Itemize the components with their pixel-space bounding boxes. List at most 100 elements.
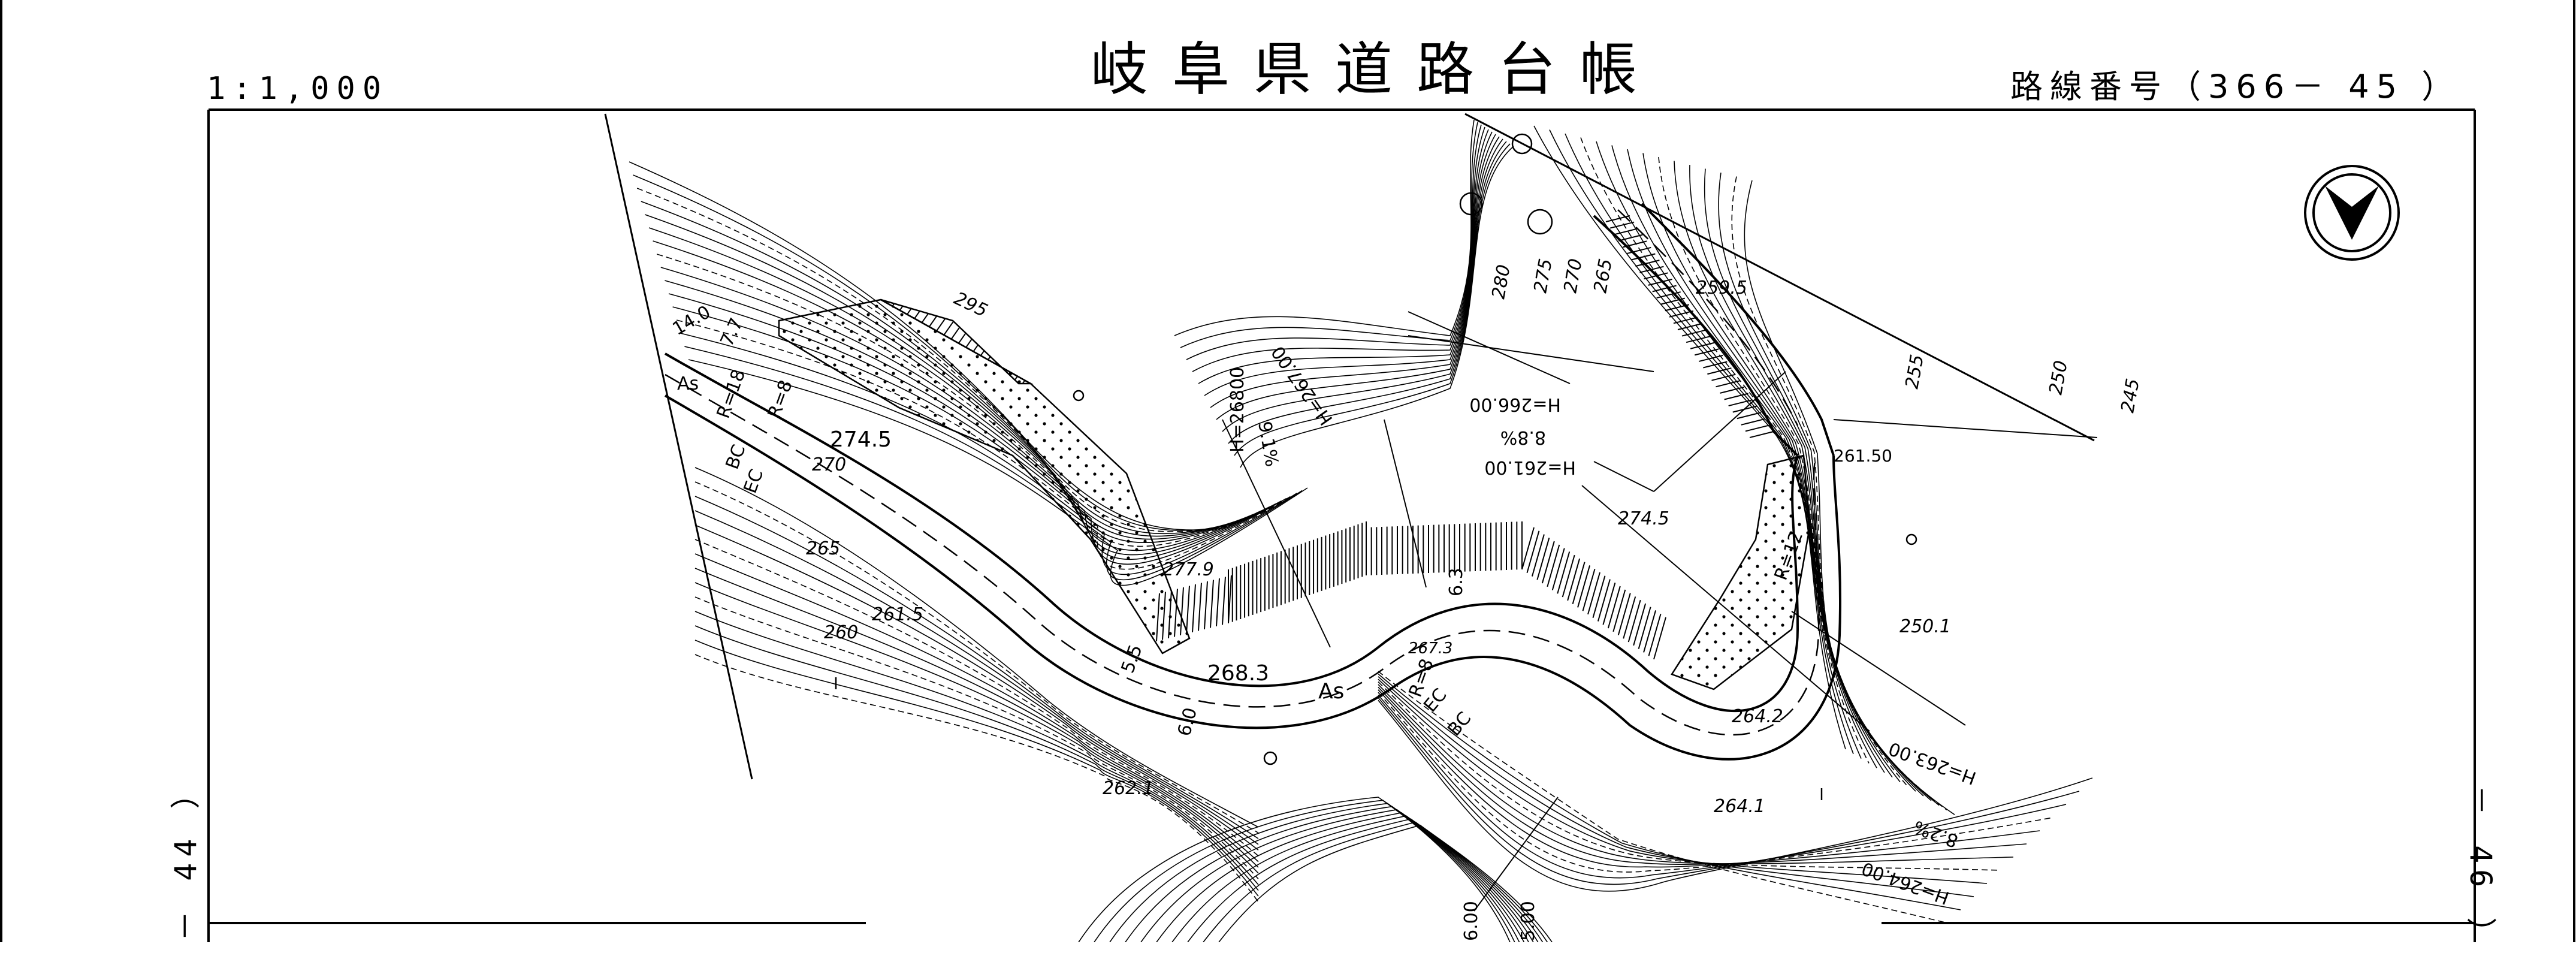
height-label: H=267.00 bbox=[1267, 342, 1337, 429]
contour-line bbox=[1140, 809, 1529, 942]
hachure-mark bbox=[1631, 253, 1656, 261]
curve-label: BC bbox=[1443, 708, 1475, 740]
contour-line bbox=[1187, 818, 1544, 942]
hachure-mark bbox=[1582, 568, 1596, 611]
elevation-label: 274.5 bbox=[1618, 508, 1669, 529]
curve-label: R=18 bbox=[713, 367, 750, 421]
hachure-mark bbox=[1531, 534, 1545, 577]
contour-label: 295 bbox=[951, 288, 991, 322]
elevation-label: 250.1 bbox=[1899, 616, 1951, 637]
curve-label: EC bbox=[740, 466, 768, 496]
contour-line bbox=[1689, 164, 1924, 797]
hachure-mark bbox=[1618, 234, 1643, 242]
contour-line bbox=[694, 467, 1259, 828]
hachure-mark bbox=[1690, 342, 1715, 349]
elevation-label: 264.2 bbox=[1732, 706, 1783, 727]
leader-lines bbox=[1222, 311, 2098, 912]
elevation-label: 277.9 bbox=[1162, 559, 1214, 580]
hachure-mark bbox=[1547, 544, 1560, 587]
fill-areas bbox=[778, 298, 1811, 690]
hachure-mark bbox=[1597, 579, 1611, 622]
hachure-mark bbox=[1711, 373, 1736, 381]
contour-line bbox=[1109, 803, 1520, 942]
elevation-label: 274.5 bbox=[830, 427, 892, 452]
hachure-mark bbox=[1577, 565, 1591, 608]
height-label: 5.00 bbox=[1518, 901, 1539, 941]
contour-line bbox=[1731, 176, 1947, 811]
contour-line bbox=[1156, 812, 1534, 942]
contour-label: 245 bbox=[2117, 377, 2143, 414]
elevation-label: 259.5 bbox=[1696, 278, 1747, 298]
height-label: H=263.00 bbox=[1886, 737, 1979, 788]
contour-line bbox=[1378, 676, 1974, 897]
hachure-mark bbox=[1186, 586, 1190, 634]
hachure-mark bbox=[1623, 596, 1636, 639]
slope-hachures bbox=[1156, 215, 1774, 660]
contour-line bbox=[1192, 126, 1485, 372]
contour-line bbox=[1094, 800, 1515, 942]
hachure-mark bbox=[1168, 590, 1172, 639]
contour-line bbox=[694, 611, 1259, 885]
width-label: 5.5 bbox=[1118, 642, 1147, 676]
contour-label: 270 bbox=[812, 454, 846, 475]
elevation-label: 264.1 bbox=[1714, 796, 1765, 817]
hachure-mark bbox=[1720, 386, 1744, 394]
contour-line bbox=[1171, 815, 1539, 942]
hachure-mark bbox=[1633, 603, 1647, 646]
contour-line bbox=[1718, 172, 1940, 806]
hachure-mark bbox=[1745, 424, 1770, 432]
hachure-mark bbox=[1627, 599, 1641, 643]
contour-line bbox=[694, 539, 1259, 857]
contour-line bbox=[1204, 131, 1493, 396]
curve-label: BC bbox=[722, 442, 750, 472]
hachure-mark bbox=[1551, 548, 1565, 590]
surface-label: As bbox=[1318, 679, 1344, 704]
contour-line bbox=[1174, 119, 1475, 336]
contour-line bbox=[1744, 180, 1955, 815]
hachure-mark bbox=[1228, 575, 1232, 624]
hachure-mark bbox=[1567, 558, 1581, 601]
elevation-label: 261.50 bbox=[1834, 446, 1892, 466]
grade-label: 8.8% bbox=[1500, 427, 1546, 448]
hachure-mark bbox=[1526, 530, 1540, 574]
hachure-mark bbox=[1607, 586, 1621, 629]
contour-line bbox=[1378, 671, 1948, 924]
contour-line bbox=[1596, 141, 1877, 768]
contour-line bbox=[694, 654, 1259, 903]
hachure-mark bbox=[1656, 291, 1681, 299]
contour-line bbox=[1378, 684, 2014, 864]
hachure-mark bbox=[1652, 285, 1677, 292]
contour-line bbox=[1378, 673, 1961, 910]
hachure-mark bbox=[1724, 393, 1748, 400]
contour-line bbox=[694, 510, 1259, 845]
hachure-mark bbox=[1638, 607, 1651, 649]
hachure-mark bbox=[1156, 593, 1160, 642]
elevation-label: 262.1 bbox=[1103, 778, 1154, 799]
hachure-mark bbox=[1716, 380, 1740, 388]
contour-line bbox=[1180, 122, 1478, 348]
hachure-mark bbox=[1694, 348, 1719, 356]
contour-label: 265 bbox=[1590, 257, 1616, 294]
hachure-mark bbox=[1648, 613, 1662, 656]
hachure-mark bbox=[1204, 581, 1208, 630]
hachure-mark bbox=[1192, 584, 1196, 633]
hachure-mark bbox=[1681, 329, 1707, 337]
contour-line bbox=[1240, 146, 1514, 468]
hachure-mark bbox=[1699, 354, 1723, 362]
contour-line bbox=[694, 568, 1259, 868]
hachure-mark bbox=[1162, 592, 1166, 640]
contour-line bbox=[1198, 129, 1489, 384]
contour-line bbox=[1378, 689, 2040, 868]
contour-line bbox=[1216, 136, 1500, 420]
hachure-mark bbox=[1648, 278, 1672, 286]
contour-line bbox=[1218, 824, 1553, 942]
contour-label: 260 bbox=[824, 622, 858, 643]
road-alignment bbox=[664, 203, 1841, 761]
hachure-mark bbox=[1703, 361, 1728, 369]
contour-line bbox=[1378, 695, 2067, 879]
hachure-mark bbox=[1562, 554, 1575, 598]
map-title: 岐阜県道路台帳 bbox=[1091, 36, 1661, 103]
hachure-mark bbox=[1737, 412, 1762, 420]
contour-line bbox=[694, 553, 1259, 862]
